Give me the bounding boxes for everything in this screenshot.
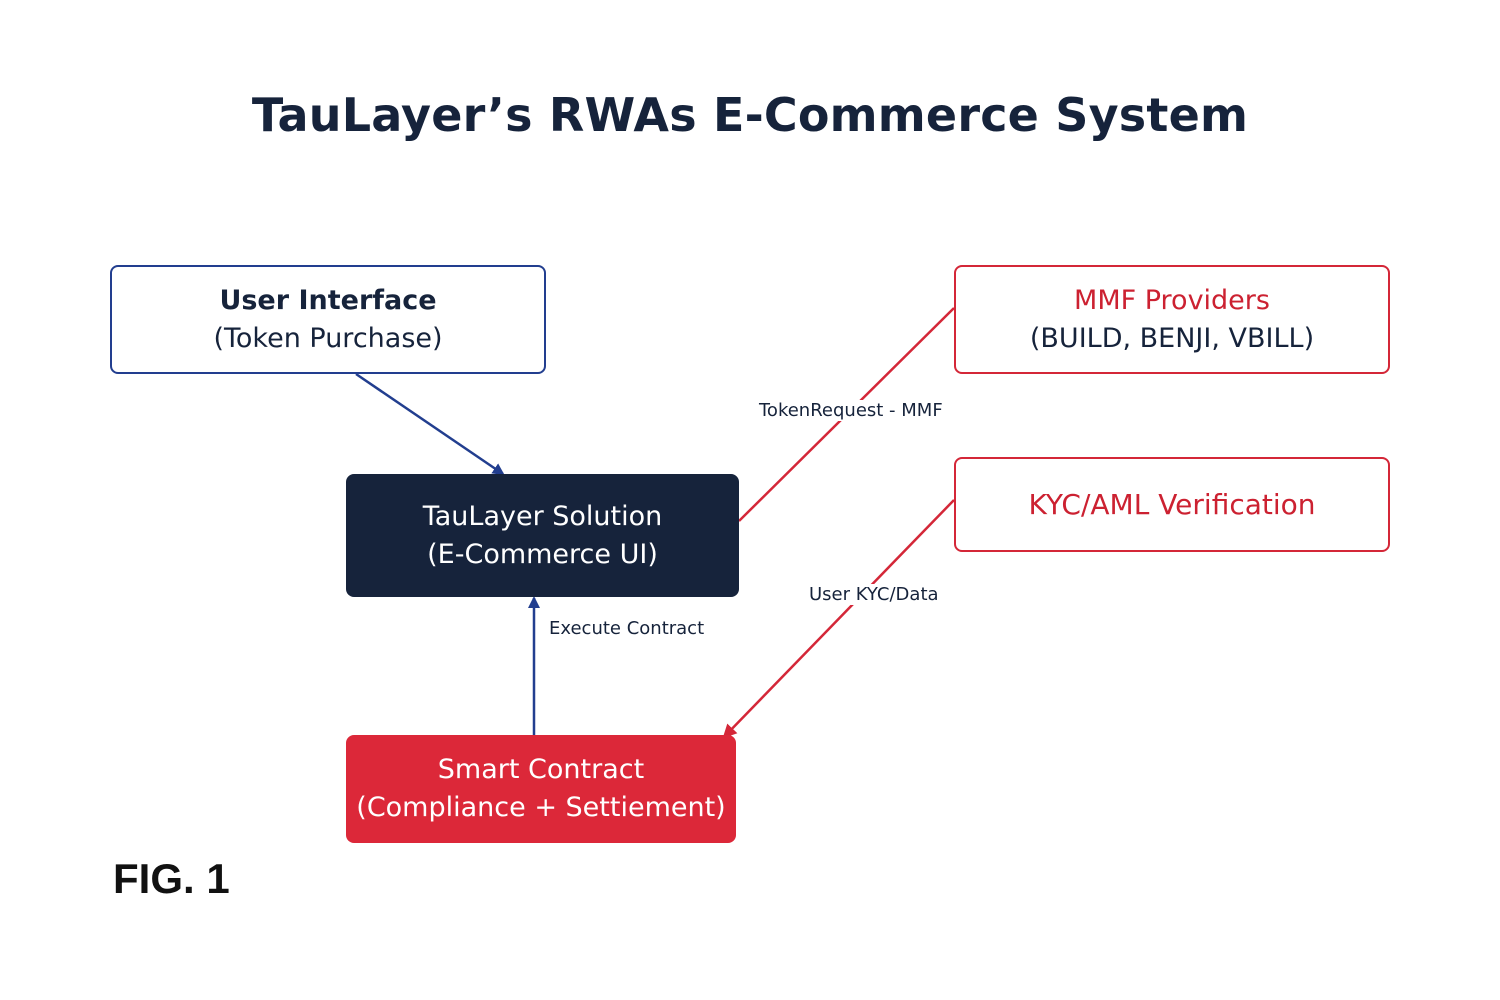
figure-label: FIG. 1 [113,855,230,902]
user-interface-title: User Interface [219,284,437,316]
mmf-providers-node: MMF Providers (BUILD, BENJI, VBILL) [954,265,1390,374]
diagram-title: TauLayer’s RWAs E-Commerce System [251,88,1249,142]
smart-contract-node: Smart Contract (Compliance + Settiement) [346,735,736,843]
kyc-aml-title: KYC/AML Verification [1028,487,1316,521]
smart-contract-subtitle: (Compliance + Settiement) [356,792,726,823]
taulayer-solution-title: TauLayer Solution [422,500,663,532]
edge-label-user-kyc: User KYC/Data [805,584,943,605]
user-interface-node: User Interface (Token Purchase) [110,265,546,374]
edge-ui-to-taulayer [355,372,505,476]
smart-contract-title: Smart Contract [437,754,645,786]
edge-kyc-to-contract [722,499,955,739]
edge-label-token-request: TokenRequest - MMF [755,400,947,421]
taulayer-solution-subtitle: (E-Commerce UI) [427,538,658,570]
edge-label-execute-contract: Execute Contract [549,618,705,639]
mmf-providers-subtitle: (BUILD, BENJI, VBILL) [1029,322,1315,354]
kyc-aml-node: KYC/AML Verification [954,457,1390,552]
mmf-providers-title: MMF Providers [1074,284,1270,316]
taulayer-solution-node: TauLayer Solution (E-Commerce UI) [346,474,739,597]
user-interface-subtitle: (Token Purchase) [213,322,443,354]
